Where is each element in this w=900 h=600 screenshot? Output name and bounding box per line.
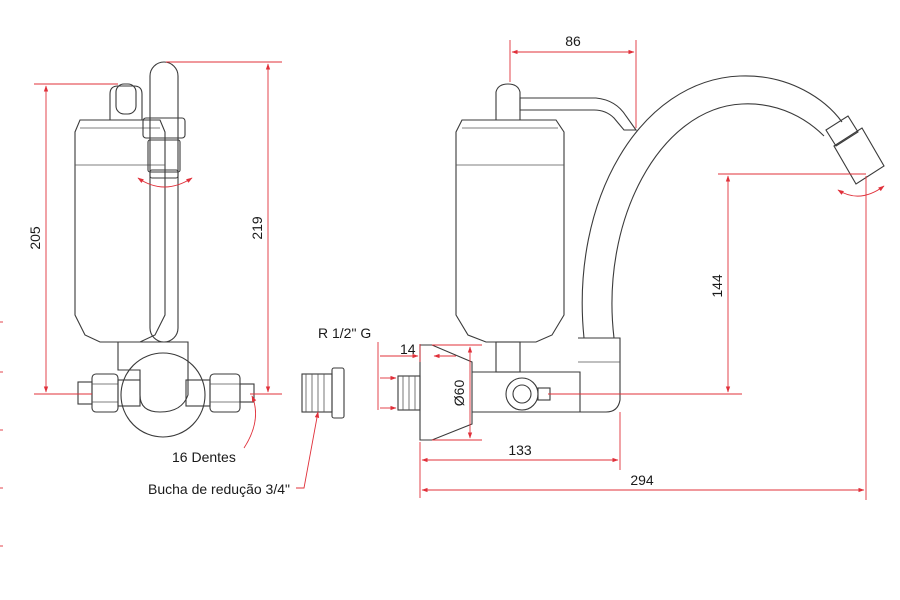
dim-60-label: Ø60 xyxy=(451,380,467,407)
margin-ticks xyxy=(0,321,3,547)
front-top-connector xyxy=(109,85,143,120)
callout-teeth: 16 Dentes xyxy=(172,395,257,465)
dim-133: 133 xyxy=(419,412,621,498)
dim-219: 219 xyxy=(166,61,282,395)
dim-60: Ø60 xyxy=(432,344,482,441)
lever-handle xyxy=(495,83,638,131)
dim-14-label: 14 xyxy=(400,341,416,357)
dim-205: 205 xyxy=(27,83,118,395)
front-left-valve xyxy=(77,373,141,413)
front-rotation-arrow xyxy=(137,177,193,188)
side-view xyxy=(397,75,885,441)
curved-spout xyxy=(581,75,843,339)
side-valve xyxy=(505,377,551,411)
teeth-label: 16 Dentes xyxy=(172,449,236,465)
dim-294: 294 xyxy=(421,176,867,500)
dim-144: 144 xyxy=(548,173,866,395)
dim-144-label: 144 xyxy=(709,274,725,298)
reduction-bushing xyxy=(301,367,345,419)
dim-86: 86 xyxy=(509,33,637,128)
spout-base xyxy=(578,337,621,413)
front-view xyxy=(74,61,255,438)
dim-219-label: 219 xyxy=(249,216,265,240)
callout-bushing: Bucha de redução 3/4" xyxy=(148,411,320,497)
dim-86-label: 86 xyxy=(565,33,581,49)
aerator xyxy=(825,115,885,185)
aerator-rotation-arrow xyxy=(837,185,885,197)
front-base xyxy=(117,341,189,413)
dim-14: 14 xyxy=(380,341,456,362)
front-filter-body xyxy=(74,119,166,343)
side-filter-body xyxy=(455,119,565,343)
front-right-valve xyxy=(185,373,255,413)
thread-label: R 1/2" G xyxy=(318,325,371,341)
bushing-label: Bucha de redução 3/4" xyxy=(148,481,290,497)
dim-205-label: 205 xyxy=(27,226,43,250)
dim-294-label: 294 xyxy=(630,472,654,488)
dim-133-label: 133 xyxy=(508,442,532,458)
dim-thread: R 1/2" G xyxy=(318,325,397,411)
front-spout-pipe xyxy=(149,61,179,343)
